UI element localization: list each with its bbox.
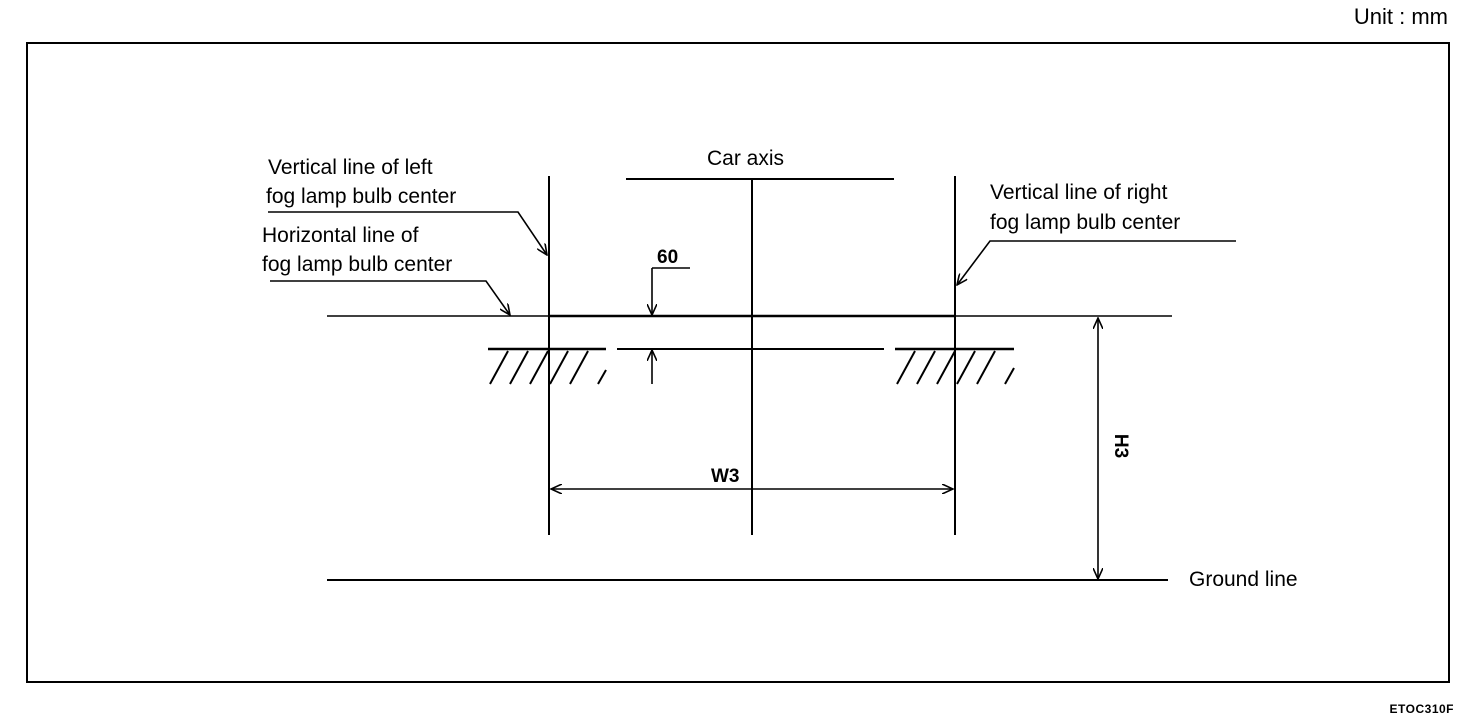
offset-dimension [652, 267, 690, 384]
hatching-right [896, 350, 1015, 385]
right-vertical-label-line2: fog lamp bulb center [990, 211, 1180, 234]
car-axis-label: Car axis [707, 147, 784, 170]
horizontal-leader [270, 280, 510, 315]
height-label: H3 [1110, 434, 1131, 458]
horizontal-label-line1: Horizontal line of [262, 224, 419, 247]
left-vertical-leader [268, 211, 547, 255]
diagram-frame [26, 42, 1450, 683]
left-vertical-label-line1: Vertical line of left [268, 156, 433, 179]
ground-line-label: Ground line [1189, 568, 1298, 591]
width-label: W3 [711, 466, 740, 487]
offset-label: 60 [657, 247, 678, 268]
figure-code: ETOC310F [1389, 702, 1454, 716]
unit-label: Unit : mm [1353, 4, 1448, 29]
right-vertical-label-line1: Vertical line of right [990, 181, 1168, 204]
horizontal-label-line2: fog lamp bulb center [262, 253, 452, 276]
hatching-left [489, 350, 607, 385]
left-vertical-label-line2: fog lamp bulb center [266, 185, 456, 208]
right-vertical-leader [957, 240, 1236, 285]
